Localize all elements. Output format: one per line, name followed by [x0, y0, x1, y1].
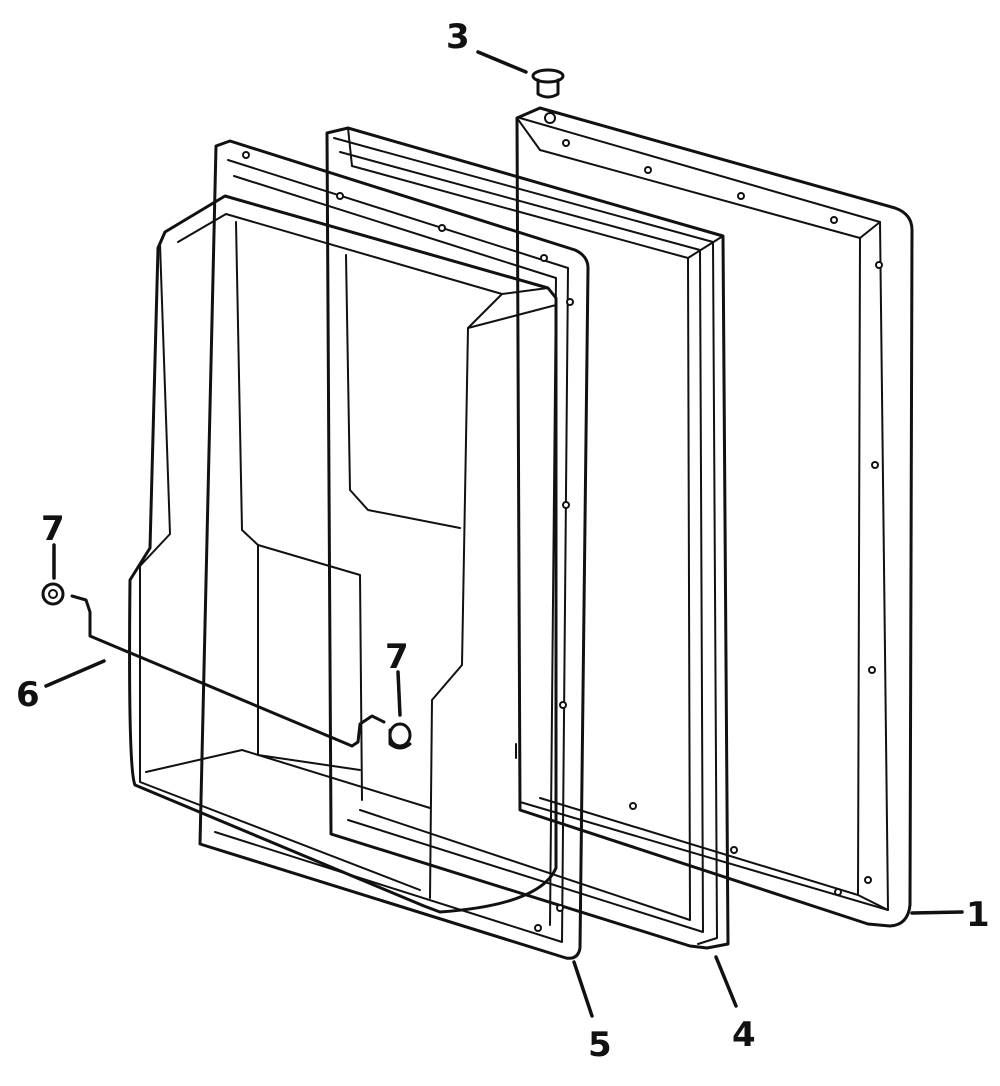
door-gasket [325, 126, 730, 950]
callout-part-1: 1 [966, 895, 990, 935]
callout-part-7-left: 7 [41, 509, 65, 549]
door-outer-panel [515, 106, 914, 928]
leader-line-3 [476, 50, 528, 74]
leader-line-5 [572, 960, 594, 1018]
callout-part-6: 6 [16, 675, 40, 715]
callout-part-3: 3 [446, 17, 470, 57]
cap-right [388, 722, 412, 750]
callout-part-4: 4 [732, 1015, 756, 1055]
callout-part-7-right: 7 [385, 637, 409, 677]
leader-line-1 [910, 910, 964, 915]
cap-left [41, 582, 65, 606]
support-rod [70, 594, 386, 748]
door-liner-tub [128, 194, 558, 914]
callout-part-5: 5 [588, 1025, 612, 1065]
leader-line-6 [44, 659, 106, 688]
door-liner-flange [198, 139, 590, 960]
leader-line-7b [396, 670, 402, 717]
leader-line-4 [714, 955, 738, 1008]
plug-part-3 [531, 68, 565, 99]
